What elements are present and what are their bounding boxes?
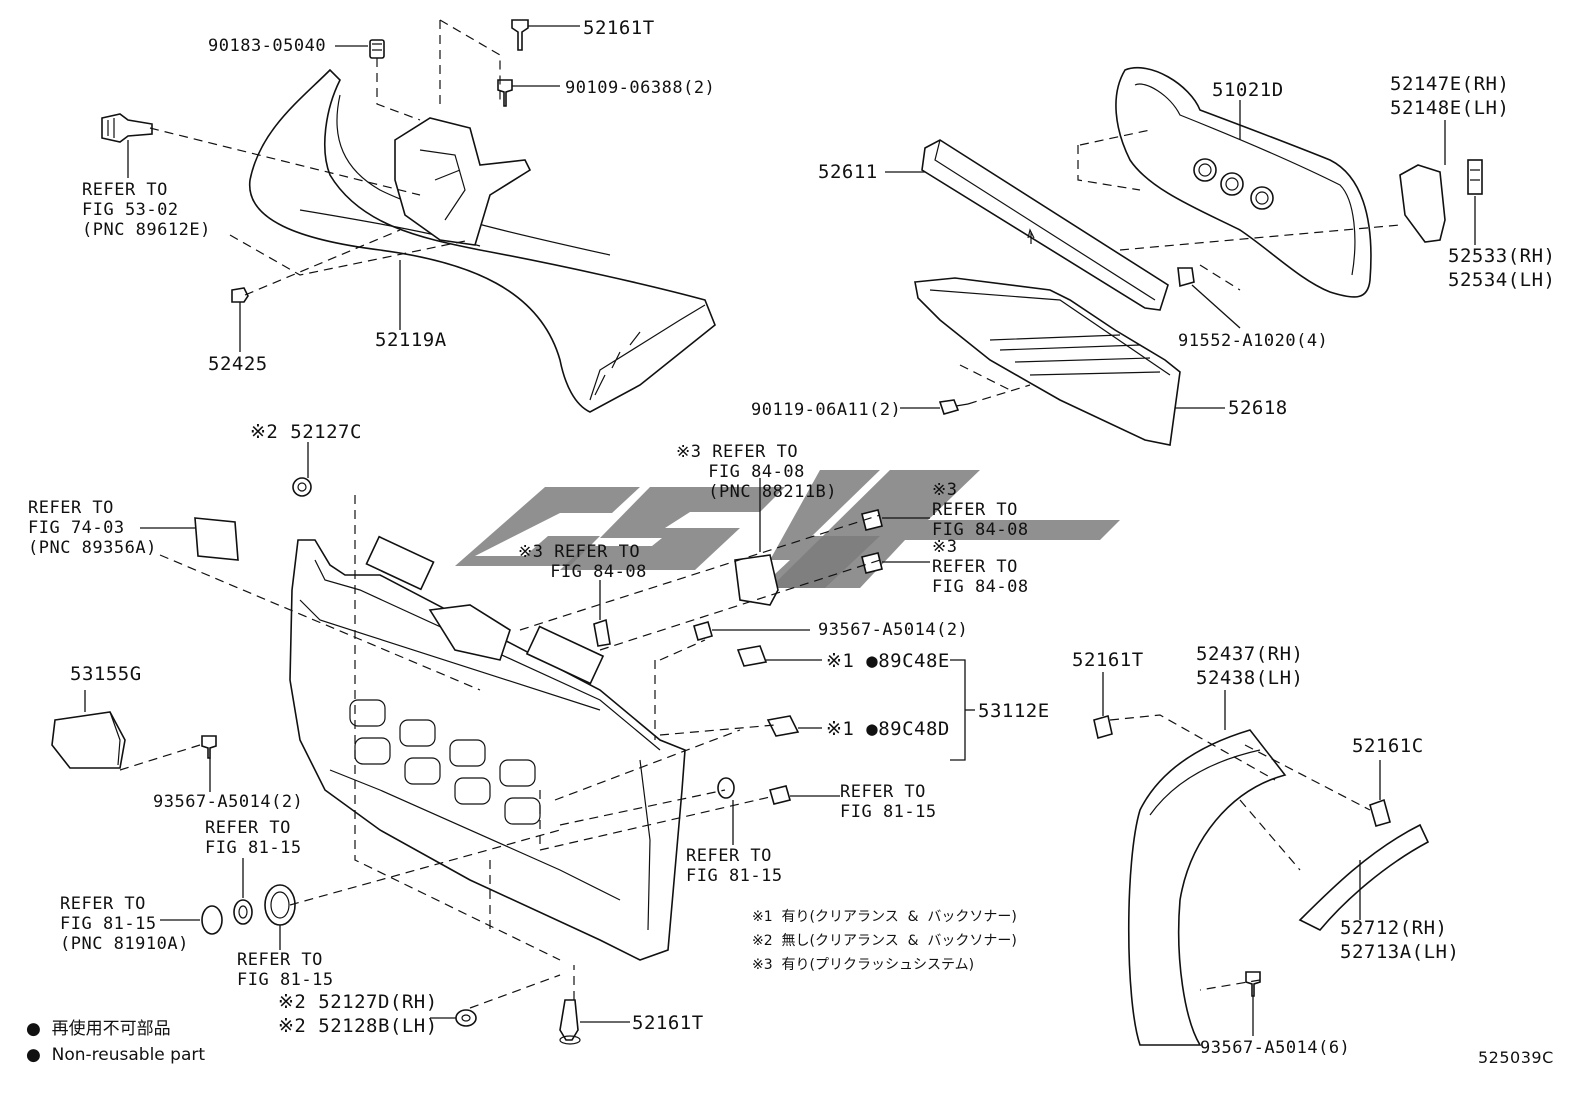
bolt-90119 [938,399,969,415]
bumper-assembly-main [289,535,686,961]
label-refer-fig81-a[interactable]: REFER TO FIG 81-15 [205,818,302,858]
label-93567-A5014-mid[interactable]: 93567-A5014(2) [818,620,969,640]
label-52611[interactable]: 52611 [818,161,878,183]
clip-52161T-top [511,19,529,51]
moulding-52712 [1298,823,1430,931]
absorber-52611 [921,139,1169,311]
bumper-openings [349,699,541,825]
note-1: ※1 有り(クリアランス & バックソナー) [752,909,1017,925]
label-90109-06388[interactable]: 90109-06388(2) [565,78,716,98]
note-2: ※2 無し(クリアランス & バックソナー) [752,933,1017,949]
label-refer-fig53[interactable]: REFER TO FIG 53-02 (PNC 89612E) [82,180,211,240]
bolt-91552 [1177,267,1195,288]
label-93567-A5014-right[interactable]: 93567-A5014(6) [1200,1038,1351,1058]
bolt-refer-fig53 [101,113,153,143]
retainer-52127D [455,1009,477,1027]
diagram-number: 525039C [1478,1048,1554,1067]
label-52712-52713A[interactable]: 52712(RH) 52713A(LH) [1340,917,1460,963]
label-52161T-top[interactable]: 52161T [583,17,655,39]
clip-refer-fig84-a [861,509,883,531]
label-refer-fig84-c[interactable]: ※3 REFER TO FIG 84-08 [518,542,647,582]
sensor-89C48E [736,645,768,667]
label-53155G[interactable]: 53155G [70,663,142,685]
label-89C48D[interactable]: ※1 ●89C48D [826,718,950,740]
label-refer-fig74[interactable]: REFER TO FIG 74-03 (PNC 89356A) [28,498,157,558]
label-52147E[interactable]: 52147E(RH) 52148E(LH) [1390,73,1510,119]
label-90183-05040[interactable]: 90183-05040 [208,36,327,56]
label-52161T-right[interactable]: 52161T [1072,649,1144,671]
note-3: ※3 有り(プリクラッシュシステム) [752,957,975,973]
label-51021D[interactable]: 51021D [1212,79,1284,101]
clip-52425 [231,287,249,303]
screw-93567-left [201,735,217,759]
label-52161C[interactable]: 52161C [1352,735,1424,757]
label-refer-fig81-c[interactable]: REFER TO FIG 81-15 [237,950,334,990]
watermark-logo [455,470,1120,588]
sensor-bracket-88211B [734,554,779,606]
label-52119A[interactable]: 52119A [375,329,447,351]
screw-93567-right [1245,971,1261,997]
cap-refer-fig81-a [717,777,735,799]
screw-refer-fig81-c [769,785,791,805]
clip-52161C [1369,798,1391,827]
label-90119-06A11[interactable]: 90119-06A11(2) [751,400,902,420]
label-52425[interactable]: 52425 [208,353,268,375]
label-refer-fig84-b[interactable]: ※3 REFER TO FIG 84-08 [932,537,1029,597]
grommets-refer-fig81 [201,884,296,935]
label-93567-A5014-left[interactable]: 93567-A5014(2) [153,792,304,812]
reflector-refer-fig74 [194,517,239,561]
label-52127D-52128B[interactable]: ※2 52127D(RH) ※2 52128B(LH) [278,991,438,1037]
bracket-52533 [1467,159,1483,195]
label-refer-fig84-88211B[interactable]: ※3 REFER TO FIG 84-08 (PNC 88211B) [676,442,838,502]
clip-refer-fig84-c [593,618,611,647]
fender-liner-52437 [1127,729,1287,1046]
legend-non-reusable-en: ● Non-reusable part [26,1045,206,1065]
label-refer-fig81-d[interactable]: REFER TO FIG 81-15 [686,846,783,886]
clip-52161T-right [1093,714,1113,740]
retainer-52127C [292,477,312,497]
leader-lines [84,25,1476,1036]
clip-90183-05040 [369,39,385,59]
label-53112E[interactable]: 53112E [978,700,1050,722]
reinforcement-51021D [1115,67,1372,298]
label-refer-fig81-e[interactable]: REFER TO FIG 81-15 [840,782,937,822]
label-89C48E[interactable]: ※1 ●89C48E [826,650,950,672]
label-refer-fig81-b[interactable]: REFER TO FIG 81-15 (PNC 81910A) [60,894,189,954]
label-refer-fig84-a[interactable]: ※3 REFER TO FIG 84-08 [932,480,1029,540]
label-52533[interactable]: 52533(RH) 52534(LH) [1448,245,1556,291]
screw-93567-mid [693,621,713,641]
label-52618[interactable]: 52618 [1228,397,1288,419]
bumper-cover-52119A [249,68,716,413]
legend-non-reusable-jp: ● 再使用不可部品 [26,1019,171,1039]
label-52437-52438[interactable]: 52437(RH) 52438(LH) [1196,643,1304,689]
label-52161T-bottom[interactable]: 52161T [632,1012,704,1034]
label-91552-A1020[interactable]: 91552-A1020(4) [1178,331,1329,351]
lamp-53155G [51,711,126,769]
bracket-52147E [1399,164,1446,243]
sensor-89C48D [766,715,800,737]
label-52127C[interactable]: ※2 52127C [250,421,362,443]
clip-52161T-bottom [559,999,581,1045]
assembly-dashed-lines [119,19,1401,1009]
